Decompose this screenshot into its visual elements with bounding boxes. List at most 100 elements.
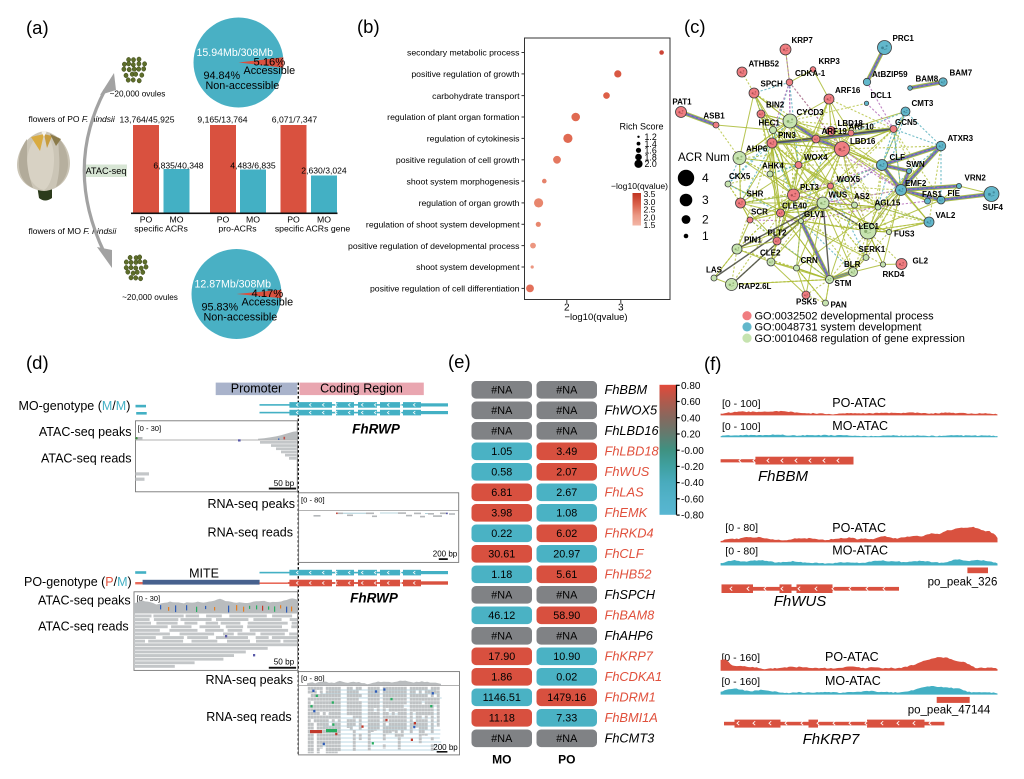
svg-text:(a): (a) [26, 17, 49, 38]
svg-text:CYCD3: CYCD3 [797, 108, 825, 117]
svg-text:0.58: 0.58 [491, 466, 512, 478]
svg-text:4: 4 [702, 171, 709, 185]
svg-text:0.02: 0.02 [556, 671, 577, 683]
svg-text:[0 - 80]: [0 - 80] [725, 522, 758, 534]
svg-text:FhRWP: FhRWP [352, 422, 401, 437]
svg-text:shoot system development: shoot system development [416, 262, 520, 272]
svg-text:CDKA-1: CDKA-1 [795, 69, 826, 78]
svg-text:GO:0032502 developmental proce: GO:0032502 developmental process [755, 311, 935, 323]
svg-text:positive regulation of develop: positive regulation of developmental pro… [348, 241, 520, 251]
svg-text:FhKRP7: FhKRP7 [803, 731, 860, 748]
svg-text:SPCH: SPCH [761, 80, 783, 89]
svg-text:PO: PO [558, 753, 575, 767]
svg-text:#NA: #NA [556, 425, 578, 437]
svg-text:EMF2: EMF2 [905, 179, 927, 188]
svg-text:KRP7: KRP7 [792, 36, 814, 45]
svg-text:5.61: 5.61 [556, 569, 577, 581]
svg-text:WOX4: WOX4 [804, 153, 828, 162]
svg-text:2,630/3,024: 2,630/3,024 [301, 166, 347, 176]
svg-text:PO-ATAC: PO-ATAC [832, 521, 886, 535]
svg-text:positive regulation of cell di: positive regulation of cell differentiat… [370, 284, 520, 294]
svg-text:PAN: PAN [831, 301, 848, 310]
svg-text:AS2: AS2 [854, 192, 870, 201]
svg-text:positive regulation of cell gr: positive regulation of cell growth [396, 155, 520, 165]
svg-text:carbohydrate transport: carbohydrate transport [432, 91, 520, 101]
svg-text:[0 - 80]: [0 - 80] [301, 674, 325, 683]
svg-text:FhHB52: FhHB52 [605, 567, 652, 582]
svg-text:po_peak_47144: po_peak_47144 [908, 705, 991, 717]
svg-text:specific ACRs: specific ACRs [134, 224, 188, 234]
svg-text:FhBAM8: FhBAM8 [605, 608, 656, 623]
svg-text:WOX5: WOX5 [837, 175, 861, 184]
svg-text:RNA-seq reads: RNA-seq reads [206, 710, 291, 724]
svg-text:#NA: #NA [556, 733, 578, 745]
svg-text:SWN: SWN [906, 160, 925, 169]
svg-text:50 bp: 50 bp [274, 658, 295, 667]
svg-text:PO-ATAC: PO-ATAC [832, 396, 886, 410]
svg-text:CMT3: CMT3 [912, 99, 934, 108]
svg-text:(e): (e) [448, 351, 471, 372]
svg-text:CLE2: CLE2 [760, 249, 781, 258]
svg-text:50 bp: 50 bp [274, 479, 295, 488]
svg-text:FhRKD4: FhRKD4 [605, 526, 654, 541]
svg-text:Accessible: Accessible [242, 297, 294, 309]
svg-text:VAL2: VAL2 [936, 211, 956, 220]
svg-text:FhCLF: FhCLF [605, 546, 645, 561]
svg-text:BLR: BLR [844, 260, 861, 269]
svg-text:MITE: MITE [189, 567, 219, 581]
svg-text:ASB1: ASB1 [703, 112, 725, 121]
svg-text:Coding Region: Coding Region [320, 381, 403, 395]
svg-text:KRP3: KRP3 [819, 57, 841, 66]
svg-text:LBD16: LBD16 [850, 137, 876, 146]
svg-text:RKD4: RKD4 [883, 270, 905, 279]
svg-text:PLT2: PLT2 [768, 229, 788, 238]
svg-text:~20,000 ovules: ~20,000 ovules [110, 90, 166, 99]
svg-text:ARF16: ARF16 [835, 86, 861, 95]
svg-text:flowers of PO F. hindsii: flowers of PO F. hindsii [29, 114, 116, 124]
svg-text:CRN: CRN [801, 256, 819, 265]
svg-text:CLF: CLF [890, 153, 906, 162]
svg-text:1.86: 1.86 [491, 671, 512, 683]
svg-text:1: 1 [702, 229, 709, 243]
svg-text:200 bp: 200 bp [433, 743, 458, 752]
svg-text:#NA: #NA [556, 589, 578, 601]
svg-text:#NA: #NA [556, 630, 578, 642]
svg-text:PO-ATAC: PO-ATAC [825, 650, 879, 664]
svg-text:FhCDKA1: FhCDKA1 [605, 669, 663, 684]
svg-text:SCR: SCR [751, 208, 768, 217]
svg-text:-0.20: -0.20 [681, 462, 704, 473]
svg-text:[0 - 100]: [0 - 100] [722, 398, 761, 410]
svg-text:regulation of plant organ form: regulation of plant organ formation [387, 112, 519, 122]
svg-text:BIN2: BIN2 [766, 101, 785, 110]
svg-text:-0.60: -0.60 [681, 494, 704, 505]
svg-text:-0.00: -0.00 [681, 446, 704, 457]
svg-text:FhCMT3: FhCMT3 [605, 731, 655, 746]
svg-text:flowers of MO F. hindsii: flowers of MO F. hindsii [29, 226, 118, 236]
svg-text:2.67: 2.67 [556, 487, 577, 499]
svg-text:1.08: 1.08 [556, 507, 577, 519]
svg-text:ATAC-seq peaks: ATAC-seq peaks [39, 425, 132, 439]
svg-text:FhEMK: FhEMK [605, 505, 648, 520]
svg-text:GCN5: GCN5 [895, 118, 918, 127]
svg-text:-0.80: -0.80 [681, 511, 704, 522]
svg-text:ATHB52: ATHB52 [749, 60, 780, 69]
svg-text:3: 3 [702, 193, 709, 207]
svg-text:2.0: 2.0 [645, 159, 657, 169]
svg-text:SHR: SHR [747, 190, 764, 199]
svg-text:ATXR3: ATXR3 [948, 134, 974, 143]
svg-text:0.40: 0.40 [681, 413, 701, 424]
svg-text:STM: STM [835, 279, 852, 288]
svg-text:58.90: 58.90 [553, 610, 580, 622]
svg-text:DCL1: DCL1 [871, 91, 892, 100]
svg-text:FhRWP: FhRWP [350, 591, 399, 606]
svg-text:WUS: WUS [829, 191, 848, 200]
svg-text:[0 - 30]: [0 - 30] [138, 424, 162, 433]
svg-text:FhWUS: FhWUS [774, 593, 827, 610]
svg-text:SERK1: SERK1 [859, 245, 886, 254]
svg-text:MO-ATAC: MO-ATAC [832, 544, 888, 558]
svg-text:30.61: 30.61 [488, 548, 515, 560]
svg-text:GLV1: GLV1 [804, 210, 825, 219]
svg-text:0.80: 0.80 [681, 381, 701, 392]
svg-text:46.12: 46.12 [488, 610, 515, 622]
svg-text:MO-ATAC: MO-ATAC [825, 674, 881, 688]
